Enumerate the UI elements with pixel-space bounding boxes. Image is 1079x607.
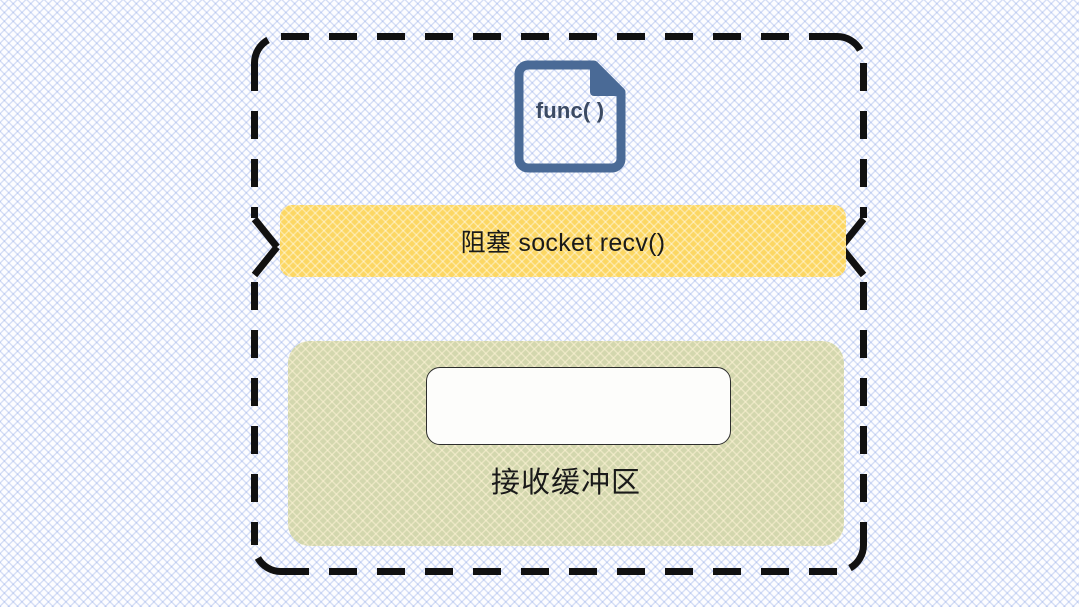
document-icon-outline bbox=[514, 60, 626, 173]
blocking-recv-bar: 阻塞 socket recv() bbox=[280, 205, 846, 277]
func-document-icon: func( ) bbox=[514, 60, 626, 173]
boundary-corner-top-right bbox=[836, 33, 867, 64]
document-icon-fold-corner bbox=[590, 61, 625, 96]
boundary-left-notch-lower bbox=[251, 244, 280, 278]
boundary-corner-top-left bbox=[251, 33, 282, 64]
boundary-corner-bottom-right bbox=[836, 544, 867, 575]
boundary-left-notch-upper bbox=[251, 216, 280, 250]
receive-buffer-label: 接收缓冲区 bbox=[490, 467, 641, 499]
document-icon-shape bbox=[514, 60, 626, 173]
blocking-recv-label: 阻塞 socket recv() bbox=[460, 229, 666, 257]
func-icon-label: func( ) bbox=[535, 98, 605, 123]
receive-buffer-region: 接收缓冲区 bbox=[288, 341, 844, 546]
boundary-corner-bottom-left bbox=[251, 544, 282, 575]
empty-buffer-slot bbox=[426, 367, 731, 445]
